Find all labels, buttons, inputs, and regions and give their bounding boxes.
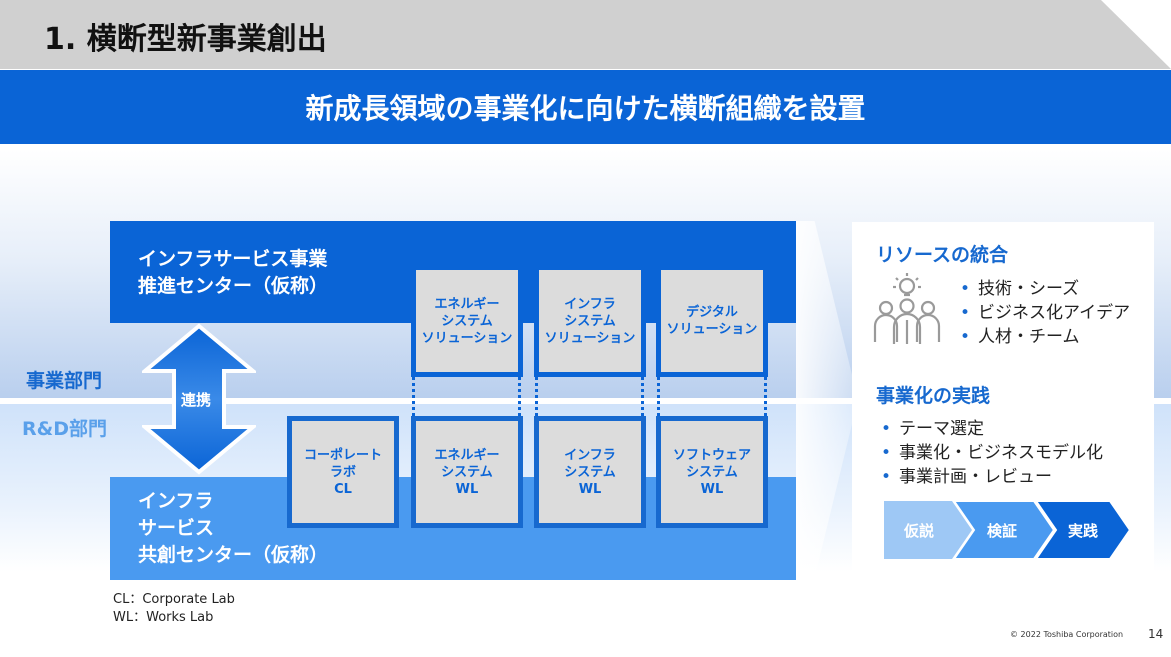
page-number: 14 <box>1148 627 1164 641</box>
copyright: © 2022 Toshiba Corporation <box>1010 630 1124 639</box>
practice-title: 事業化の実践 <box>876 385 991 407</box>
double-arrow-icon <box>142 323 256 475</box>
step-hypothesis: 仮説 <box>904 521 935 540</box>
list-item: •事業計画・レビュー <box>881 467 1053 487</box>
layer-divider <box>0 398 1171 404</box>
title-notch <box>1101 0 1171 69</box>
list-item: •技術・シーズ <box>960 279 1080 299</box>
resources-list: •技術・シーズ •ビジネス化アイデア •人材・チーム <box>960 277 1130 349</box>
list-item: •事業化・ビジネスモデル化 <box>881 443 1104 463</box>
upper-cell-energy: エネルギー システム ソリューション <box>411 265 523 377</box>
lower-cell-energy-wl: エネルギー システム WL <box>411 416 523 528</box>
process-steps <box>884 501 1130 559</box>
connector-dots <box>412 377 415 416</box>
page-title: 1. 横断型新事業創出 <box>44 22 327 57</box>
step-practice-shape <box>1034 501 1130 559</box>
step-hypothesis-shape <box>884 501 972 559</box>
resources-title: リソースの統合 <box>876 244 1009 266</box>
title-bar <box>0 0 1171 69</box>
legend: CL：Corporate Lab WL：Works Lab <box>113 591 235 627</box>
lower-cell-infra-wl: インフラ システム WL <box>534 416 646 528</box>
list-item: •テーマ選定 <box>881 419 985 439</box>
lower-cell-corporate-lab: コーポレート ラボ CL <box>287 416 399 528</box>
connector-dots <box>657 377 660 416</box>
connector-dots <box>764 377 767 416</box>
business-layer-label: 事業部門 <box>26 370 103 392</box>
list-item: •ビジネス化アイデア <box>960 303 1131 323</box>
connector-dots <box>518 377 521 416</box>
lower-cell-software-wl: ソフトウェア システム WL <box>656 416 768 528</box>
list-item: •人材・チーム <box>960 327 1080 347</box>
people-idea-icon <box>873 273 941 344</box>
link-label: 連携 <box>181 391 212 409</box>
subtitle-banner: 新成長領域の事業化に向けた横断組織を設置 <box>0 70 1171 144</box>
upper-cell-digital: デジタル ソリューション <box>656 265 768 377</box>
step-practice: 実践 <box>1068 521 1099 540</box>
connector-dots <box>641 377 644 416</box>
promotion-center-label: インフラサービス事業 推進センター（仮称） <box>138 248 329 297</box>
co-creation-center-label: インフラ サービス 共創センター（仮称） <box>138 490 329 566</box>
step-verification: 検証 <box>987 521 1018 540</box>
upper-cell-infra: インフラ システム ソリューション <box>534 265 646 377</box>
legend-cl: CL：Corporate Lab <box>113 592 235 607</box>
rd-layer-label: R&D部門 <box>22 418 107 440</box>
subtitle-text: 新成長領域の事業化に向けた横断組織を設置 <box>305 92 866 125</box>
connector-dots <box>535 377 538 416</box>
practice-list: •テーマ選定 •事業化・ビジネスモデル化 •事業計画・レビュー <box>881 417 1103 489</box>
legend-wl: WL：Works Lab <box>113 610 214 625</box>
step-verification-shape <box>952 501 1056 559</box>
